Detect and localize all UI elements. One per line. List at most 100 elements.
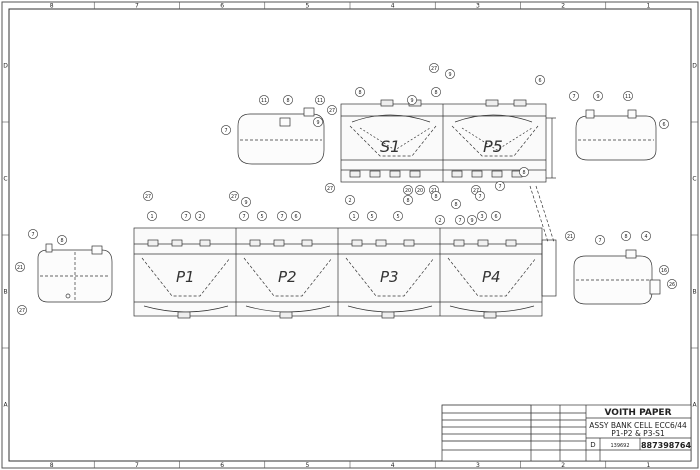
- callout-number: 5: [260, 214, 263, 220]
- zone-column-label-bottom: 1: [646, 462, 650, 469]
- callout-balloon: [415, 185, 425, 195]
- callout-balloon: [659, 119, 669, 129]
- callout-balloon: [221, 125, 231, 135]
- callout-balloon: [327, 105, 337, 115]
- zone-row-label-left: A: [3, 402, 8, 409]
- callout-balloon: [143, 191, 153, 201]
- callout-number: 8: [522, 170, 525, 176]
- callout-number: 27: [473, 188, 479, 194]
- callout-number: 7: [242, 214, 245, 220]
- tank-bottom-right: [573, 249, 661, 305]
- callout-balloon: [349, 211, 359, 221]
- cell-label-p3: P3: [380, 268, 399, 286]
- drawing-number: 887398764: [641, 441, 692, 450]
- callout-balloon: [403, 195, 413, 205]
- callout-number: 5: [396, 214, 399, 220]
- zone-column-label-top: 6: [220, 3, 224, 10]
- callout-balloon: [641, 231, 651, 241]
- callout-number: 9: [316, 120, 319, 126]
- callout-number: 7: [184, 214, 187, 220]
- callout-number: 27: [231, 194, 237, 200]
- callout-number: 16: [661, 268, 667, 274]
- callout-number: 2: [198, 214, 201, 220]
- drawing-title-line1: ASSY BANK CELL ECC6/44: [589, 421, 687, 430]
- callout-balloon: [569, 91, 579, 101]
- callout-number: 9: [448, 72, 451, 78]
- tank-top-left: [237, 107, 325, 165]
- callout-balloon: [451, 199, 461, 209]
- callout-number: 27: [327, 186, 333, 192]
- sheet-size: D: [590, 441, 595, 449]
- callout-balloon: [491, 211, 501, 221]
- zone-column-label-top: 3: [476, 3, 480, 10]
- callout-balloon: [241, 197, 251, 207]
- callout-balloon: [407, 95, 417, 105]
- callout-number: 6: [494, 214, 497, 220]
- callout-number: 7: [224, 128, 227, 134]
- callout-balloon: [393, 211, 403, 221]
- zone-column-label-bottom: 5: [305, 462, 309, 469]
- callout-balloon: [325, 183, 335, 193]
- cell-label-p4: P4: [482, 268, 501, 286]
- callout-balloon: [429, 63, 439, 73]
- callout-number: 27: [329, 108, 335, 114]
- callout-balloon: [535, 75, 545, 85]
- callout-balloon: [57, 235, 67, 245]
- callout-number: 9: [410, 98, 413, 104]
- callout-number: 20: [417, 188, 423, 194]
- callout-number: 7: [498, 184, 501, 190]
- callout-balloon: [623, 91, 633, 101]
- zone-row-label-left: C: [3, 176, 7, 183]
- callout-balloon: [403, 185, 413, 195]
- cell-label-p1: P1: [176, 268, 195, 286]
- cell-label-s1: S1: [380, 137, 400, 156]
- callout-balloon: [17, 305, 27, 315]
- callout-balloon: [277, 211, 287, 221]
- callout-balloon: [367, 211, 377, 221]
- callout-balloon: [519, 167, 529, 177]
- zone-column-label-top: 1: [646, 3, 650, 10]
- zone-column-label-top: 2: [561, 3, 565, 10]
- zone-column-label-bottom: 3: [476, 462, 480, 469]
- callout-balloon: [257, 211, 267, 221]
- callout-number: 6: [662, 122, 665, 128]
- callout-balloon: [565, 231, 575, 241]
- zone-column-label-bottom: 8: [50, 462, 54, 469]
- callout-balloon: [477, 211, 487, 221]
- callout-balloon: [475, 191, 485, 201]
- zone-row-label-left: D: [3, 63, 8, 70]
- callout-balloon: [283, 95, 293, 105]
- title-block: [441, 404, 692, 462]
- callout-balloon: [435, 215, 445, 225]
- code-identifier: 139692: [610, 443, 629, 449]
- callout-number: 7: [458, 218, 461, 224]
- callout-number: 26: [669, 282, 675, 288]
- zone-column-label-top: 5: [305, 3, 309, 10]
- zone-column-label-bottom: 7: [135, 462, 139, 469]
- callout-number: 6: [294, 214, 297, 220]
- callout-number: 8: [434, 194, 437, 200]
- callout-balloon: [229, 191, 239, 201]
- tank-top-right: [575, 109, 657, 161]
- callout-balloon: [15, 262, 25, 272]
- callout-balloon: [431, 87, 441, 97]
- callout-number: 11: [261, 98, 267, 104]
- callout-number: 8: [60, 238, 63, 244]
- callout-number: 1: [150, 214, 153, 220]
- callout-number: 6: [538, 78, 541, 84]
- tank-left: [37, 243, 113, 303]
- callout-number: 4: [644, 234, 647, 240]
- zone-column-label-bottom: 6: [220, 462, 224, 469]
- callout-balloon: [659, 265, 669, 275]
- drawing-title-line2: P1-P2 & P3-S1: [611, 429, 665, 438]
- zone-column-label-bottom: 2: [561, 462, 565, 469]
- callout-number: 9: [470, 218, 473, 224]
- callout-balloon: [239, 211, 249, 221]
- callout-balloon: [355, 87, 365, 97]
- zone-row-label-right: C: [692, 176, 696, 183]
- lower-cell-assembly: [133, 185, 557, 319]
- callout-number: 7: [478, 194, 481, 200]
- callout-number: 27: [19, 308, 25, 314]
